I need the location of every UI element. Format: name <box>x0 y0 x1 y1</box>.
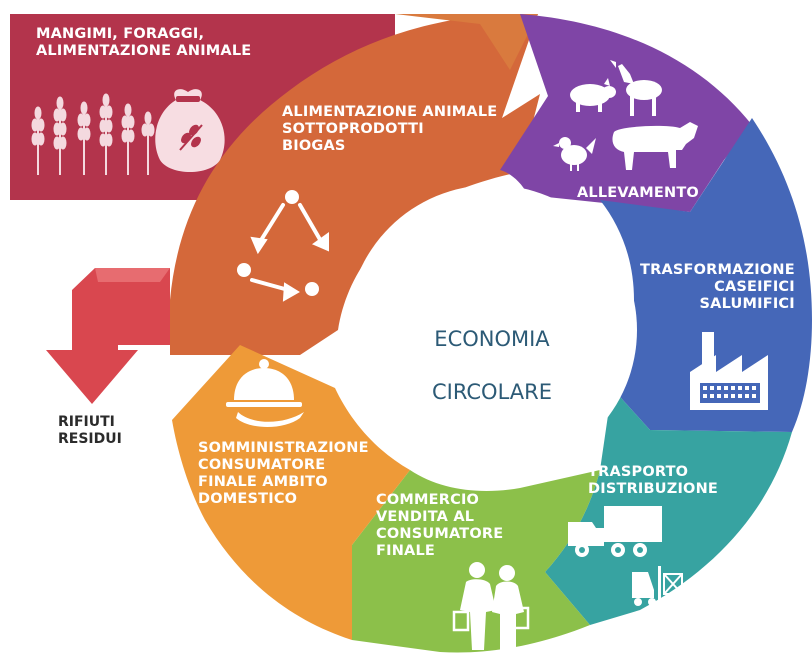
segment-consumption <box>172 345 410 640</box>
center-title-line2: CIRCOLARE <box>431 379 552 404</box>
seed-sack-icon <box>155 89 225 172</box>
segment-transport <box>545 388 792 625</box>
factory-icon <box>690 332 768 410</box>
waste-arrow <box>46 268 170 404</box>
segment-processing <box>600 118 812 432</box>
transport-label: TRASPORTO DISTRIBUZIONE <box>588 464 719 498</box>
pig-icon <box>570 78 616 112</box>
center-title-line1: ECONOMIA <box>434 327 550 352</box>
waste-label: RIFIUTI RESIDUI <box>58 414 122 447</box>
cow-icon <box>612 122 698 170</box>
center-circle <box>347 185 637 475</box>
forklift-icon <box>632 566 683 606</box>
truck-icon <box>568 506 662 557</box>
consumption-label: SOMMINISTRAZIONE CONSUMATORE FINALE AMBI… <box>198 440 369 508</box>
retail-label: COMMERCIO VENDITA AL CONSUMATORE FINALE <box>376 492 504 560</box>
goat-icon <box>610 60 662 116</box>
hen-icon <box>553 137 596 171</box>
segment-byproducts <box>170 14 540 355</box>
cloche-icon <box>226 359 304 427</box>
center-title: ECONOMIA CIRCOLARE <box>392 300 592 431</box>
segment-retail <box>352 470 600 653</box>
shoppers-icon <box>452 562 530 650</box>
feed-label: MANGIMI, FORAGGI, ALIMENTAZIONE ANIMALE <box>36 26 252 60</box>
byproducts-label: ALIMENTAZIONE ANIMALE SOTTOPRODOTTI BIOG… <box>282 104 498 155</box>
processing-label: TRASFORMAZIONE CASEIFICI SALUMIFICI <box>640 262 795 313</box>
recycle-icon <box>237 190 329 302</box>
segment-farming <box>500 14 752 212</box>
farming-label: ALLEVAMENTO <box>577 185 699 201</box>
wheat-icon <box>31 93 155 175</box>
